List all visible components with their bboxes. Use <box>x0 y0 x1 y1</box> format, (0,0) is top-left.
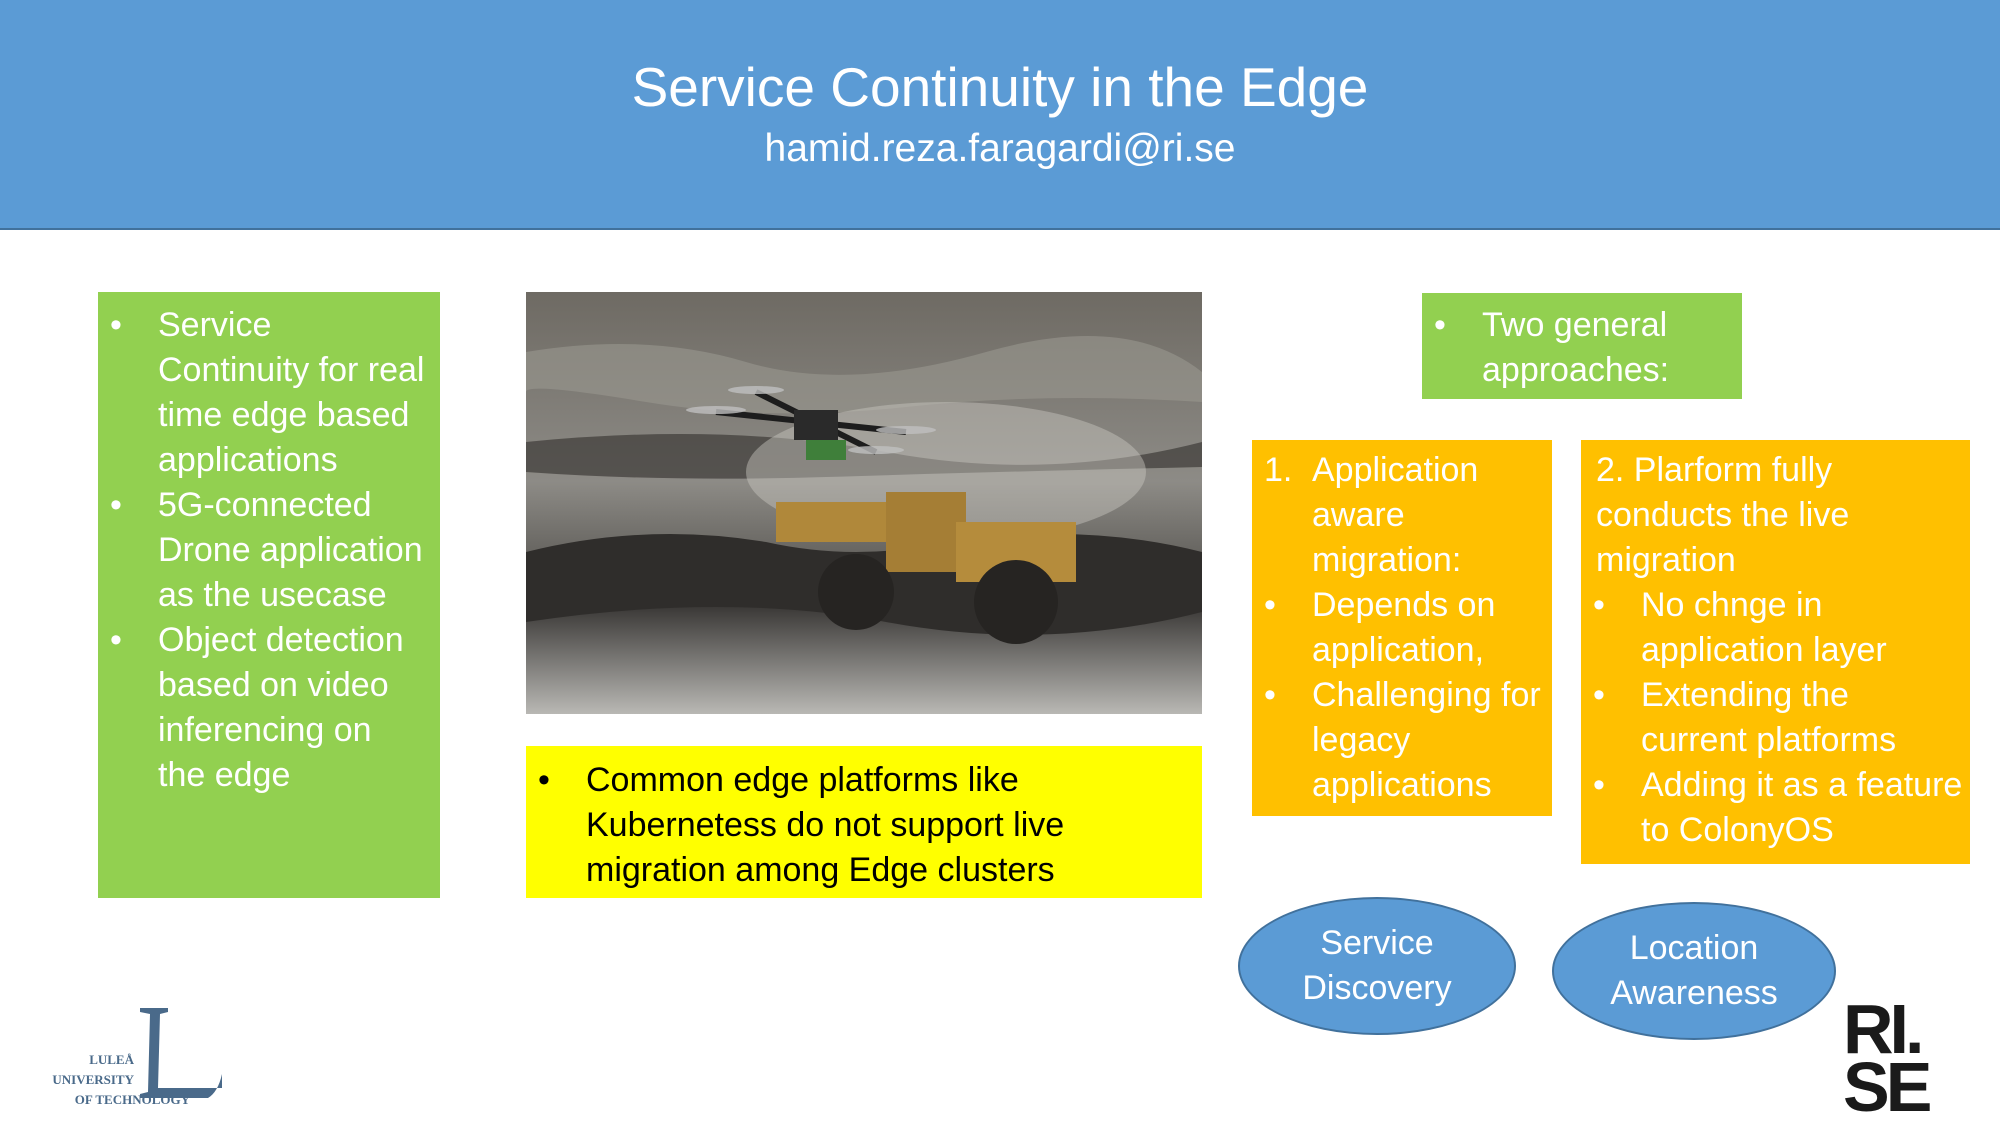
ltu-line3: OF TECHNOLOGY <box>75 1092 191 1107</box>
left-info-box: Service Continuity for real time edge ba… <box>98 292 440 898</box>
rise-logo: RI. SE <box>1843 990 1958 1126</box>
slide-title: Service Continuity in the Edge <box>631 56 1369 118</box>
rise-line2: SE <box>1843 1048 1932 1126</box>
ltu-logo: LULEÅ UNIVERSITY OF TECHNOLOGY <box>22 1000 222 1112</box>
approach-2-title: 2. Plarform fully conducts the live migr… <box>1596 451 1850 579</box>
ltu-logo-icon: LULEÅ UNIVERSITY OF TECHNOLOGY <box>52 1008 222 1107</box>
drone-photo <box>526 292 1202 714</box>
title-banner: Service Continuity in the Edge hamid.rez… <box>0 0 2000 230</box>
left-item-2: 5G-connected Drone application as the us… <box>98 483 428 618</box>
approach-2-box: 2. Plarform fully conducts the live migr… <box>1581 440 1970 864</box>
service-discovery-ellipse: Service Discovery <box>1238 897 1516 1035</box>
approach-1-item-2: Challenging for legacy applications <box>1252 673 1544 808</box>
drone-over-mining-site-icon <box>526 292 1202 714</box>
ltu-line1: LULEÅ <box>89 1052 134 1067</box>
approaches-box: Two general approaches: <box>1422 293 1742 399</box>
left-item-3: Object detection based on video inferenc… <box>98 618 428 798</box>
edge-platforms-box: Common edge platforms like Kubernetess d… <box>526 746 1202 898</box>
approach-2-item-1: No chnge in application layer <box>1581 583 1964 673</box>
approach-1-number: 1. <box>1264 451 1293 489</box>
approach-2-item-3: Adding it as a feature to ColonyOS <box>1581 763 1964 853</box>
rise-line1: RI. <box>1843 990 1924 1068</box>
service-discovery-label: Service Discovery <box>1302 924 1452 1007</box>
left-item-1: Service Continuity for real time edge ba… <box>98 303 428 483</box>
author-email: hamid.reza.faragardi@ri.se <box>764 127 1236 170</box>
approach-2-item-2: Extending the current platforms <box>1581 673 1964 763</box>
approach-1-item-1: Depends on application, <box>1252 583 1544 673</box>
location-awareness-ellipse: Location Awareness <box>1552 902 1836 1040</box>
ltu-line2: UNIVERSITY <box>52 1072 134 1087</box>
location-awareness-label: Location Awareness <box>1610 929 1778 1012</box>
approach-1-title: Application aware migration: <box>1312 451 1479 579</box>
edge-platforms-text: Common edge platforms like Kubernetess d… <box>526 758 1190 893</box>
approaches-text: Two general approaches: <box>1422 303 1734 393</box>
approach-1-box: 1. Application aware migration: Depends … <box>1252 440 1552 816</box>
